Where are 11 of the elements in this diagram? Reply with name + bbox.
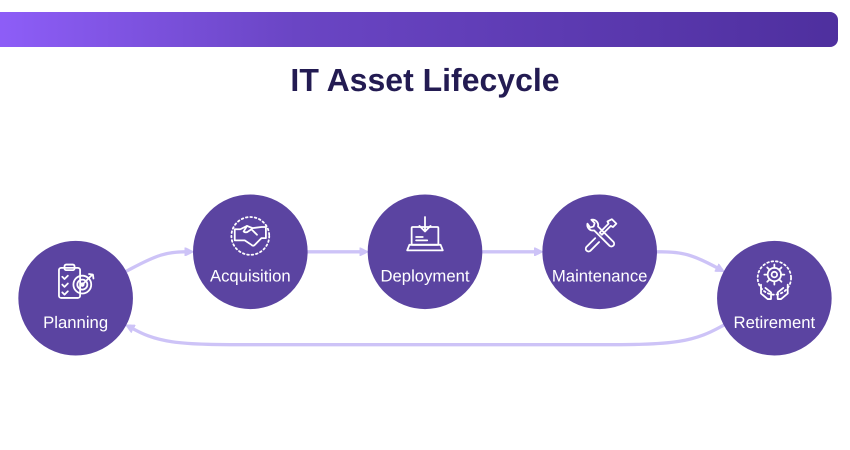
node-circle: Maintenance [542,194,657,310]
node-circle: Deployment [368,194,482,310]
arrow [307,246,369,257]
node-circle: Planning [18,240,133,356]
arrow [656,250,725,272]
node-circle: Acquisition [193,194,308,310]
arrow [125,323,726,346]
node-circle: Retirement [717,240,832,356]
arrow [482,246,544,257]
arrow [124,246,194,274]
diagram-title: IT Asset Lifecycle [289,62,561,99]
